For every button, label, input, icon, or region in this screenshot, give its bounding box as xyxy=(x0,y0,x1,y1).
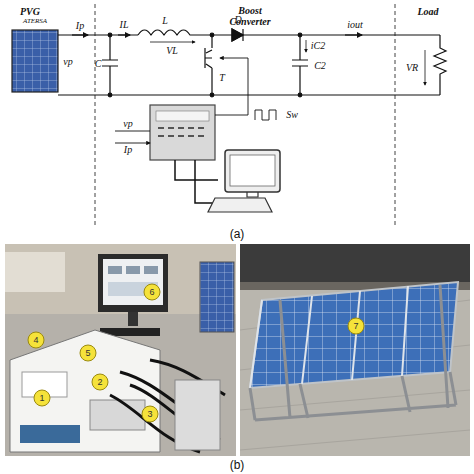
lab-photo xyxy=(5,244,236,456)
signal-line xyxy=(115,131,150,143)
panel-model: ATERSA xyxy=(23,18,47,25)
schematic xyxy=(12,4,446,225)
callout-number: 3 xyxy=(142,406,159,423)
voltage-arrow xyxy=(425,50,426,85)
switch-symbol xyxy=(205,35,212,95)
cable xyxy=(175,160,218,203)
signal-name: iC2 xyxy=(311,41,325,52)
keyboard xyxy=(208,198,272,212)
wire xyxy=(58,34,138,35)
panel-label: (a) xyxy=(230,228,245,241)
callout-number: 5 xyxy=(80,345,97,362)
block-title: Boost Converter xyxy=(224,6,276,27)
signal-name: Sw xyxy=(286,110,298,121)
callout-number: 7 xyxy=(348,318,365,335)
gate-signal xyxy=(220,58,248,59)
part-name: C xyxy=(95,59,102,70)
capacitor-symbol xyxy=(102,35,118,95)
signal-name: Ip xyxy=(76,21,84,32)
signal-name: VR xyxy=(406,63,418,74)
signal-name: vp xyxy=(123,119,132,130)
current-arrow xyxy=(306,40,307,52)
part-name: L xyxy=(162,16,168,27)
signal-name: iout xyxy=(347,20,363,31)
callout-number: 4 xyxy=(28,332,45,349)
signal-line xyxy=(215,58,248,115)
signal-name: IL xyxy=(120,20,129,31)
callout-number: 1 xyxy=(34,390,51,407)
divider xyxy=(95,4,395,225)
capacitor-symbol xyxy=(292,35,308,95)
signal-name: vp xyxy=(63,57,72,68)
panel-label: (b) xyxy=(230,459,245,472)
part-name: T xyxy=(219,73,225,84)
callout-number: 2 xyxy=(92,374,109,391)
block-title: PVG xyxy=(20,7,40,18)
pwm-waveform xyxy=(255,110,276,120)
current-arrow xyxy=(118,34,130,35)
resistor-symbol xyxy=(434,35,446,95)
part-name: D xyxy=(234,15,241,26)
current-arrow xyxy=(72,34,88,35)
solar-panel xyxy=(250,282,458,388)
signal-name: Ip xyxy=(124,145,132,156)
pv-panel xyxy=(12,30,58,92)
part-name: C2 xyxy=(314,61,326,72)
voltage-arrow xyxy=(150,42,195,43)
rooftop-photo xyxy=(240,244,470,456)
block-title: Load xyxy=(417,7,438,18)
current-arrow xyxy=(345,34,362,35)
wire xyxy=(58,94,440,95)
callout-number: 6 xyxy=(144,284,161,301)
signal-name: VL xyxy=(166,46,178,57)
diode-symbol xyxy=(226,29,440,41)
controller-board xyxy=(150,105,215,160)
computer-monitor xyxy=(225,150,280,192)
